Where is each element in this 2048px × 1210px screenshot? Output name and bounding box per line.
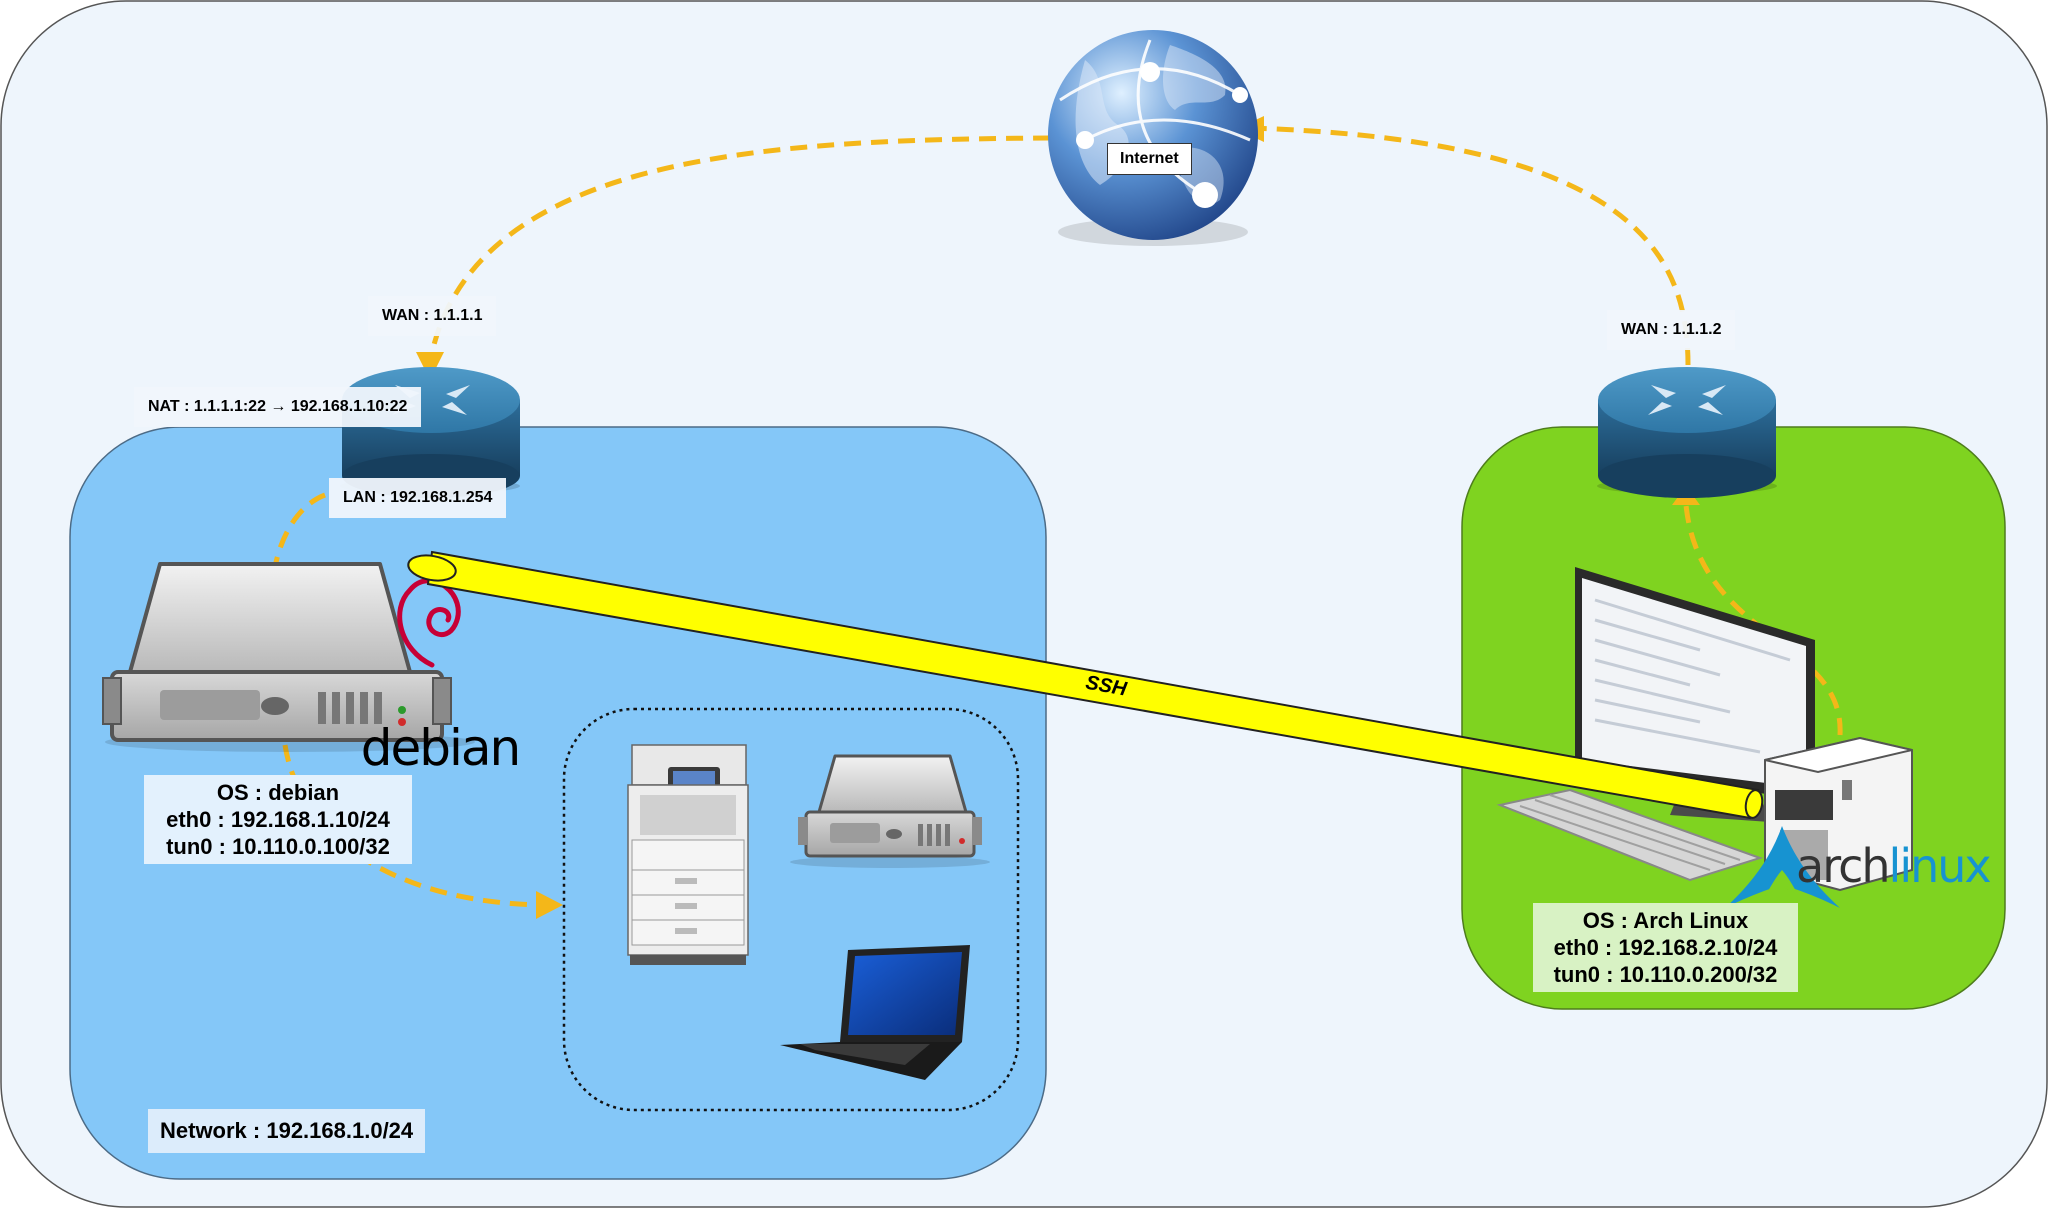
debian-os: OS : debian — [216, 780, 340, 805]
debian-tun0: tun0 : 10.110.0.100/32 — [166, 834, 390, 859]
laptop-icon — [780, 945, 970, 1080]
ssh-tunnel — [407, 550, 1764, 820]
debian-server-icon — [102, 562, 475, 752]
arch-eth0: eth0 : 192.168.2.10/24 — [1553, 935, 1778, 960]
link-left-router-debian — [269, 492, 326, 591]
arrowhead — [416, 352, 444, 380]
arch-tun0: tun0 : 10.110.0.200/32 — [1553, 962, 1778, 987]
right-router-icon — [1597, 367, 1777, 498]
arch-logo-icon — [1725, 826, 1840, 908]
arch-os: OS : Arch Linux — [1582, 908, 1749, 933]
nat-label: NAT : 1.1.1.1:22 → 192.168.1.10:22 — [134, 387, 422, 427]
arch-keyboard-icon — [1496, 788, 1764, 882]
arch-monitor-icon — [1575, 567, 1815, 822]
debian-eth0: eth0 : 192.168.1.10/24 — [166, 807, 390, 832]
arch-tower-icon — [1764, 736, 1913, 892]
lan-server-icon — [790, 754, 990, 868]
link-right-router-internet — [1249, 125, 1691, 366]
arch-client-info: OS : Arch Linux eth0 : 192.168.2.10/24 t… — [1533, 903, 1798, 992]
arch-logo-text: archlinux — [1796, 839, 1990, 893]
link-internet-left-router — [427, 135, 1051, 363]
right-wan-label: WAN : 1.1.1.2 — [1607, 310, 1736, 350]
arrowhead — [536, 891, 563, 919]
lan-label: LAN : 192.168.1.254 — [329, 478, 507, 518]
left-network-label: Network : 192.168.1.0/24 — [148, 1109, 426, 1153]
arch-logo-text-a: arch — [1796, 839, 1889, 893]
debian-swirl-icon — [397, 578, 461, 668]
lan-devices-group — [562, 707, 1020, 1112]
arch-logo-text-b: linux — [1889, 839, 1991, 893]
internet-label: Internet — [1107, 143, 1192, 175]
debian-logo-text: debian — [361, 719, 519, 777]
internet-globe-icon — [1048, 30, 1258, 246]
printer-icon — [627, 744, 749, 965]
link-arch-right-router — [1683, 504, 1843, 736]
left-wan-label: WAN : 1.1.1.1 — [368, 296, 497, 336]
debian-server-info: OS : debian eth0 : 192.168.1.10/24 tun0 … — [144, 775, 412, 864]
